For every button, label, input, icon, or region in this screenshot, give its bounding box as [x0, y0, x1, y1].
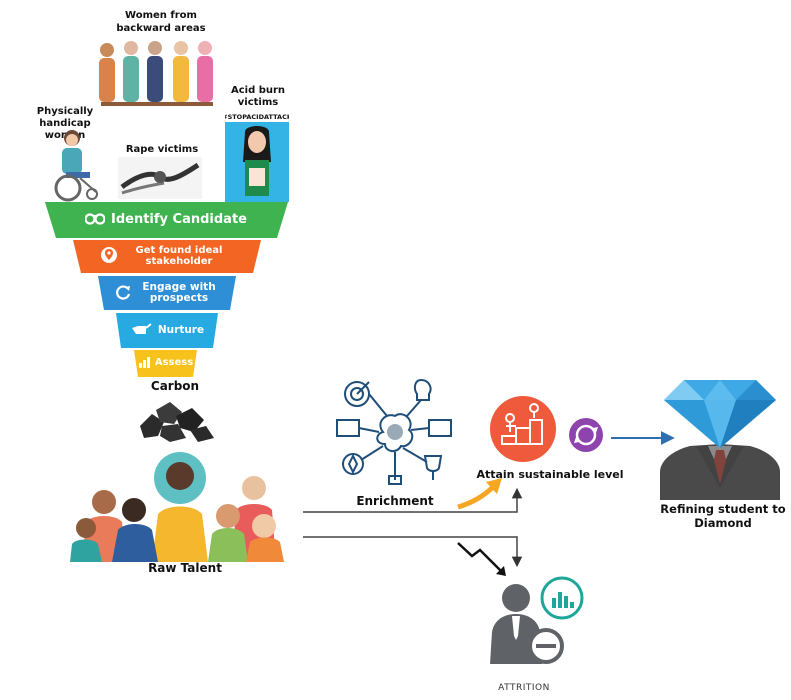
label-acid-victims: Acid burn victims	[230, 85, 286, 108]
enrichment-brain-illustration	[336, 378, 452, 485]
binoculars-icon	[84, 211, 106, 229]
funnel-label-nurture: Nurture	[121, 313, 213, 348]
women-group-illustration	[99, 41, 213, 106]
bar-chart-icon	[138, 356, 153, 371]
funnel-label-stakeholder: Get found ideal stakeholder	[82, 240, 252, 273]
rape-victims-illustration	[118, 157, 202, 199]
funnel-text-stakeholder: Get found ideal stakeholder	[135, 245, 223, 267]
sustainable-level-icon	[490, 396, 603, 462]
funnel-band-2	[73, 240, 261, 273]
label-enrichment: Enrichment	[356, 494, 434, 508]
watering-can-icon	[130, 322, 152, 339]
funnel-label-identify: Identify Candidate	[56, 202, 276, 238]
diamond-person-illustration	[660, 380, 780, 500]
decline-arrowhead	[496, 566, 506, 576]
label-carbon: Carbon	[150, 379, 200, 393]
funnel-band-3	[98, 276, 236, 310]
line-to-attrition	[303, 536, 523, 568]
attrition-person-illustration	[490, 576, 584, 664]
label-sustainable: Attain sustainable level	[476, 468, 624, 481]
funnel-text-nurture: Nurture	[157, 323, 205, 336]
funnel-band-4	[116, 313, 218, 348]
orange-growth-arrow	[457, 484, 496, 510]
refresh-icon	[114, 283, 132, 304]
label-raw-talent: Raw Talent	[148, 561, 222, 575]
funnel-label-assess: Assess	[138, 350, 194, 377]
raw-talent-crowd-illustration	[70, 452, 284, 562]
label-backward-areas: Women from backward areas	[116, 10, 206, 34]
carbon-coal-illustration	[140, 402, 214, 442]
acid-attack-poster: #STOPACIDATTACK	[225, 110, 289, 202]
funnel-label-engage: Engage with prospects	[104, 276, 230, 310]
funnel-band-5	[134, 350, 197, 377]
wheelchair-woman-illustration	[54, 130, 98, 202]
orange-arrowhead	[486, 478, 502, 494]
location-pin-icon	[100, 246, 118, 267]
poster-text: #STOPACIDATTACK	[225, 113, 289, 121]
funnel-text-identify: Identify Candidate	[111, 212, 247, 228]
funnel-text-engage: Engage with prospects	[142, 280, 216, 304]
funnel-text-assess: Assess	[154, 357, 194, 369]
line-to-sustainable	[303, 487, 523, 513]
decline-arrow	[457, 542, 503, 573]
funnel-shapes	[45, 202, 288, 377]
label-rape-victims: Rape victims	[125, 144, 199, 155]
label-refining: Refining student to Diamond	[660, 502, 786, 530]
funnel-band-1	[45, 202, 288, 238]
label-attrition: ATTRITION	[498, 683, 550, 693]
